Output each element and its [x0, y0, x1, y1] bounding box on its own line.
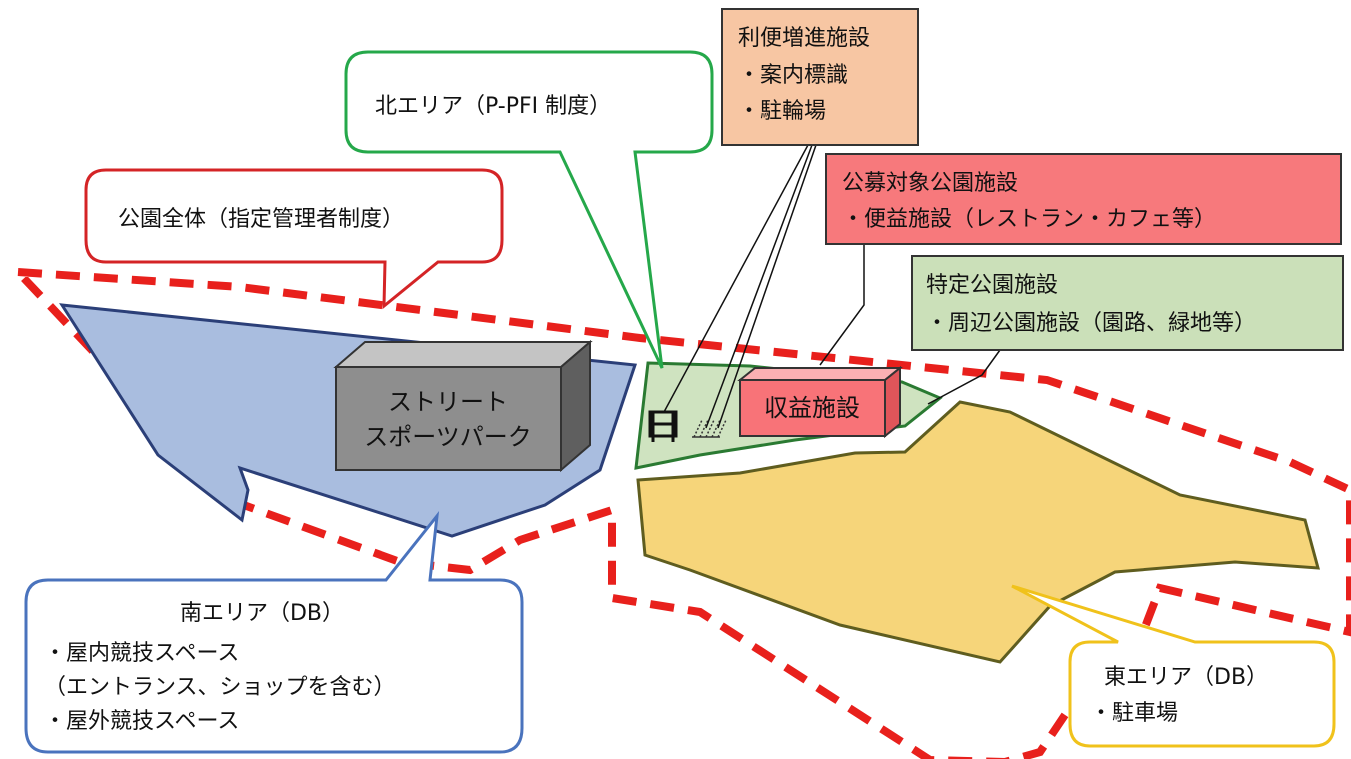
east-area-item-1: ・駐車場 [1090, 701, 1178, 726]
north-area-label: 北エリア（P-PFI 制度） [375, 94, 611, 119]
east-area-region [636, 400, 1321, 664]
amenity-facilities-item-1: ・案内標識 [738, 63, 848, 88]
specific-facilities-title: 特定公園施設 [926, 273, 1058, 298]
north-area-callout [344, 50, 714, 369]
public-offering-leader-line [819, 244, 865, 366]
east-area-callout [1011, 584, 1336, 748]
street-sports-park-label-line2: スポーツパーク [364, 423, 532, 451]
south-area-callout [24, 511, 524, 754]
public-offering-facilities-box [825, 153, 1342, 245]
bicycle-parking-icon [692, 419, 727, 438]
south-area-item-2: （エントランス、ショップを含む） [44, 675, 396, 700]
specific-facilities-leader-line [927, 349, 1001, 405]
south-area-item-1: ・屋内競技スペース [44, 641, 239, 666]
public-offering-item-1: ・便益施設（レストラン・カフェ等） [842, 207, 1216, 232]
building-top-face [333, 341, 593, 368]
revenue-facility-label: 収益施設 [764, 394, 860, 422]
specific-facilities-box [911, 255, 1344, 351]
revenue-side-face [884, 365, 901, 439]
street-sports-park-label-line1: ストリート [388, 388, 508, 416]
amenity-facilities-title: 利便増進施設 [738, 26, 870, 51]
building-front-face [335, 366, 562, 471]
south-area-title: 南エリア（DB） [180, 601, 344, 626]
sign-board-icon [648, 410, 678, 442]
street-sports-park-building: ストリート スポーツパーク [333, 339, 593, 473]
revenue-facility-building: 収益施設 [737, 365, 903, 439]
whole-park-boundary [8, 267, 1351, 759]
whole-park-label: 公園全体（指定管理者制度） [118, 207, 404, 232]
whole-park-callout [84, 168, 504, 310]
south-area-item-3: ・屋外競技スペース [44, 709, 239, 734]
east-area-title: 東エリア（DB） [1104, 665, 1268, 690]
amenity-leader-lines [663, 144, 817, 429]
public-offering-title: 公募対象公園施設 [842, 171, 1018, 196]
amenity-facilities-item-2: ・駐輪場 [738, 99, 826, 124]
revenue-front-face [739, 379, 886, 437]
amenity-facilities-box [721, 8, 919, 146]
revenue-top-face [737, 367, 903, 381]
specific-facilities-item-1: ・周辺公園施設（園路、緑地等） [926, 311, 1256, 336]
